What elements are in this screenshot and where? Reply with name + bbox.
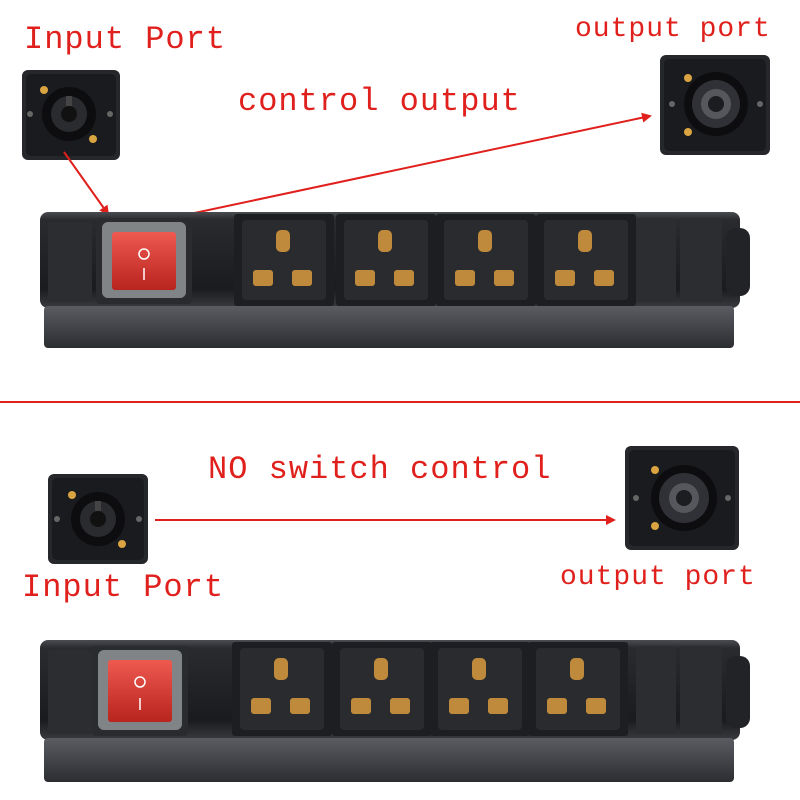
no-switch-control-label: NO switch control	[208, 451, 552, 488]
power-strip-top	[40, 212, 750, 348]
output-port-label-top: output port	[575, 14, 771, 45]
input-port-connector-top	[22, 70, 120, 160]
control-output-arrow	[184, 112, 652, 216]
input-port-connector-bottom	[48, 474, 148, 564]
output-port-label-bottom: output port	[560, 562, 756, 593]
power-switch-top	[96, 218, 192, 304]
outlet-bottom-4	[528, 642, 628, 736]
outlet-top-2	[336, 214, 436, 306]
power-strip-bottom	[40, 640, 750, 782]
outlet-top-1	[234, 214, 334, 306]
control-output-label: control output	[238, 83, 521, 120]
output-port-connector-top	[660, 55, 770, 155]
power-switch-bottom	[92, 646, 188, 736]
outlet-bottom-1	[232, 642, 332, 736]
output-port-connector-bottom	[625, 446, 739, 550]
input-arrow-top	[63, 151, 110, 216]
outlet-top-3	[436, 214, 536, 306]
outlet-top-4	[536, 214, 636, 306]
input-port-label-bottom: Input Port	[22, 569, 225, 606]
input-port-label-top: Input Port	[24, 21, 227, 58]
outlet-bottom-2	[332, 642, 432, 736]
outlet-bottom-3	[430, 642, 530, 736]
